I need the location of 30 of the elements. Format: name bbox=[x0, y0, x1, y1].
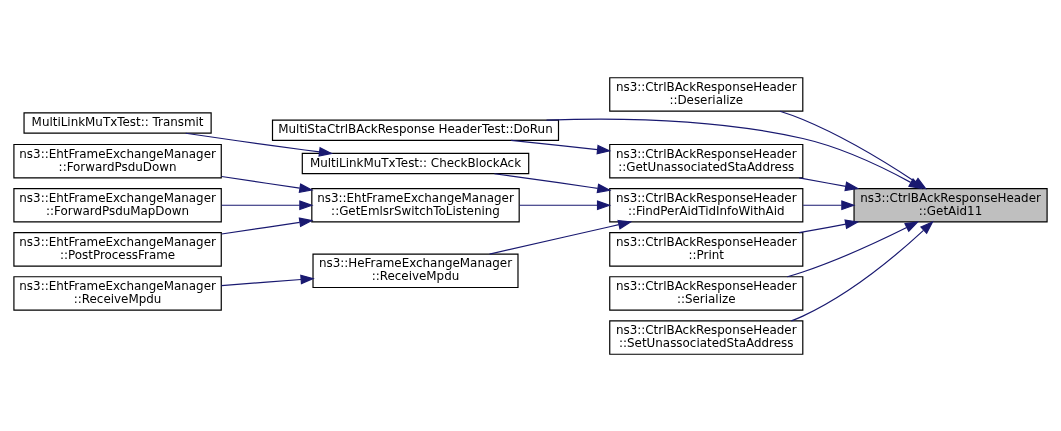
arrow bbox=[220, 274, 315, 286]
node-box: ns3::CtrlBAckResponseHeader ::GetUnassociatedStaAddress bbox=[609, 143, 804, 178]
arrow bbox=[802, 199, 856, 210]
arrow bbox=[798, 218, 860, 233]
node-box: ns3::HeFrameExchangeManager ::ReceiveMpdu bbox=[312, 253, 519, 288]
node-box: ns3::CtrlBAckResponseHeader ::GetAid11 bbox=[853, 187, 1048, 223]
node-box: ns3::EhtFrameExchangeManager ::ReceiveMpdu bbox=[13, 275, 222, 311]
node-box: ns3::CtrlBAckResponseHeader ::SetUnassociatedStaAddress bbox=[609, 319, 804, 355]
node-box: MultiStaCtrlBAckResponse HeaderTest::DoRun bbox=[271, 118, 560, 141]
arrow bbox=[510, 139, 612, 155]
node-box: MultiLinkMuTxTest:: CheckBlockAck bbox=[301, 152, 530, 174]
node-box: ns3::EhtFrameExchangeManager ::ForwardPsduMapDown bbox=[13, 187, 222, 223]
node-box: MultiLinkMuTxTest:: Transmit bbox=[23, 111, 212, 134]
node-box: ns3::CtrlBAckResponseHeader ::Print bbox=[609, 231, 804, 267]
arrow bbox=[488, 219, 633, 255]
arrow bbox=[790, 220, 934, 321]
arrow bbox=[518, 199, 612, 210]
arrow bbox=[221, 199, 314, 210]
node-box: ns3::CtrlBAckResponseHeader ::Serialize bbox=[609, 275, 804, 311]
arrow bbox=[221, 175, 314, 193]
node-box: ns3::EhtFrameExchangeManager ::PostProcessFrame bbox=[13, 231, 222, 267]
arrow bbox=[545, 118, 923, 189]
node-box: ns3::EhtFrameExchangeManager ::ForwardPsduDown bbox=[13, 143, 222, 178]
arrow bbox=[221, 216, 314, 235]
arrow bbox=[493, 172, 612, 193]
node-box: ns3::CtrlBAckResponseHeader ::FindPerAidTidInfoWithAid bbox=[609, 187, 804, 223]
arrow bbox=[786, 220, 920, 277]
arrow bbox=[798, 176, 860, 191]
node-box: ns3::EhtFrameExchangeManager ::GetEmlsrSwitchToListening bbox=[311, 187, 520, 223]
node-box: ns3::CtrlBAckResponseHeader ::Deserialize bbox=[609, 76, 804, 112]
